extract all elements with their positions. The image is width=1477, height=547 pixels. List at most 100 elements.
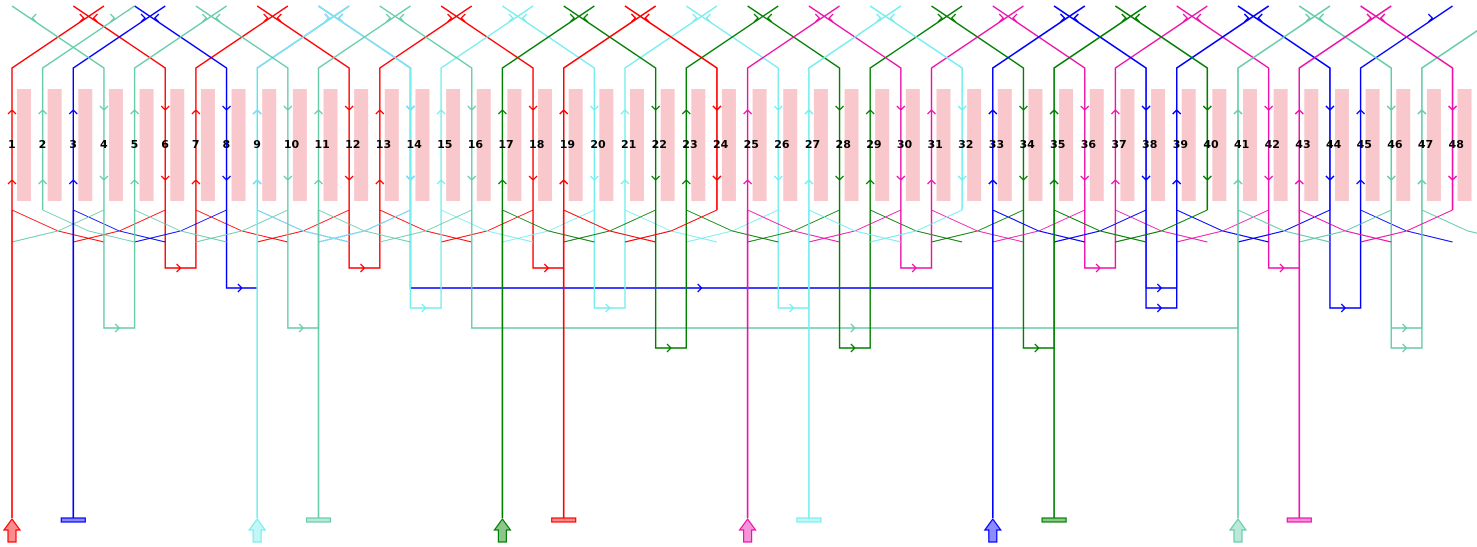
direction-arrow-icon (283, 175, 293, 181)
slot-number: 44 (1326, 138, 1342, 151)
direction-arrow-icon (130, 109, 140, 115)
end-winding-top (379, 5, 473, 78)
end-winding-top (256, 5, 350, 78)
direction-arrow-icon (1386, 175, 1396, 181)
end-winding-bottom (1237, 209, 1331, 243)
end-winding-top (502, 5, 596, 78)
slot-number: 47 (1418, 138, 1433, 151)
end-winding-top (501, 5, 595, 78)
terminal-end-bar (60, 517, 86, 523)
group-jumper (900, 210, 933, 269)
slot-number: 26 (774, 138, 790, 151)
end-winding-top (563, 5, 657, 78)
direction-arrow-icon (1012, 13, 1018, 23)
slot-bar (323, 89, 338, 201)
end-winding-bottom (1053, 209, 1147, 243)
end-winding-top (318, 5, 412, 78)
direction-arrow-icon (1305, 13, 1311, 23)
direction-arrow-icon (950, 13, 957, 23)
slot-number: 37 (1111, 138, 1126, 151)
direction-arrow-icon (399, 13, 405, 23)
direction-arrow-icon (497, 109, 507, 115)
direction-arrow-icon (421, 303, 427, 313)
terminal-input-arrow-icon (983, 517, 1002, 543)
direction-arrow-icon (1233, 109, 1243, 115)
end-winding-bottom (1115, 209, 1208, 243)
slot-number: 29 (866, 138, 881, 151)
end-winding-top (1298, 5, 1392, 78)
direction-arrow-icon (1325, 105, 1335, 111)
slot-number: 39 (1173, 138, 1188, 151)
direction-arrow-icon (666, 343, 672, 353)
phase-winding (1294, 5, 1458, 243)
end-winding-top (685, 5, 779, 78)
direction-arrow-icon (314, 109, 323, 115)
end-winding-bottom (502, 209, 595, 243)
end-winding-bottom (73, 209, 166, 243)
slot-bar (200, 89, 215, 201)
group-jumper (225, 210, 258, 289)
end-winding-bottom (318, 209, 411, 243)
direction-arrow-icon (753, 13, 759, 23)
end-winding-top (440, 5, 534, 78)
slot-number: 35 (1050, 138, 1065, 151)
end-winding-top (1359, 5, 1453, 78)
end-winding-bottom (1299, 209, 1392, 243)
end-winding-top (11, 5, 105, 78)
slot-bar (1120, 89, 1135, 201)
direction-arrow-icon (447, 13, 453, 23)
end-winding-bottom (931, 209, 1024, 243)
end-winding-bottom (379, 209, 472, 243)
group-jumper (1329, 210, 1362, 309)
slot-number: 21 (621, 138, 636, 151)
direction-arrow-icon (1340, 303, 1347, 313)
slot-number: 30 (897, 138, 913, 151)
end-winding-bottom (11, 209, 105, 243)
direction-arrow-icon (605, 303, 611, 313)
end-winding-bottom (318, 209, 411, 243)
direction-arrow-icon (114, 323, 121, 333)
end-winding-top (1421, 30, 1477, 78)
end-winding-top (41, 5, 135, 78)
slot-number: 5 (131, 138, 139, 151)
slot-number: 6 (161, 138, 169, 151)
direction-arrow-icon (773, 175, 783, 181)
terminal-end-bar (551, 517, 577, 523)
direction-arrow-icon (344, 175, 354, 181)
end-winding-top (11, 5, 105, 78)
phase-winding (1233, 5, 1477, 353)
end-winding-bottom (870, 209, 963, 243)
slot-number: 25 (744, 138, 759, 151)
end-winding-top (931, 5, 1025, 78)
direction-arrow-icon (828, 13, 834, 23)
end-winding-bottom (808, 209, 901, 243)
end-winding-bottom (73, 209, 166, 243)
group-jumper (287, 210, 320, 329)
direction-arrow-icon (644, 13, 650, 23)
slot-bar (1089, 89, 1104, 201)
direction-arrow-icon (889, 13, 895, 23)
end-winding-top (134, 5, 228, 78)
direction-arrow-icon (1095, 263, 1101, 273)
group-jumper (409, 210, 994, 289)
direction-arrow-icon (1448, 105, 1458, 111)
end-winding-bottom (1053, 209, 1147, 243)
direction-arrow-icon (38, 179, 48, 185)
end-winding-bottom (1299, 209, 1392, 243)
end-winding-bottom (992, 209, 1085, 243)
slot-number: 10 (284, 138, 300, 151)
direction-arrow-icon (344, 105, 354, 111)
slot-bar (507, 89, 522, 201)
direction-arrow-icon (789, 303, 795, 313)
slot-bar (1334, 89, 1349, 201)
slot-bar (538, 89, 553, 201)
group-jumper (348, 210, 381, 269)
direction-arrow-icon (140, 13, 146, 23)
direction-arrow-icon (68, 109, 78, 115)
end-winding-bottom (624, 209, 718, 243)
end-winding-bottom (1421, 209, 1477, 234)
slot-number: 34 (1019, 138, 1035, 151)
end-winding-top (624, 5, 718, 78)
end-winding-bottom (1360, 209, 1453, 243)
